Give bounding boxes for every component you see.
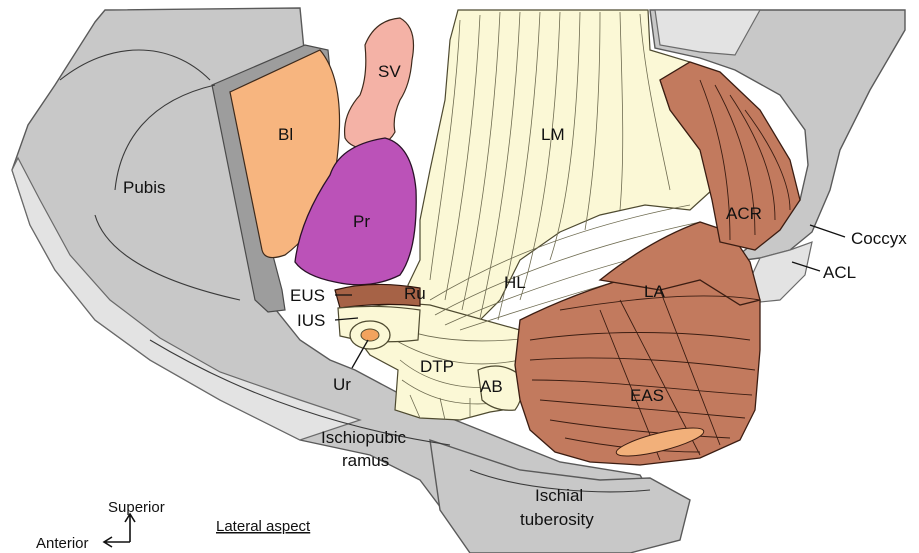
urethra-lumen: [361, 329, 379, 341]
pubis-label: Pubis: [123, 178, 166, 197]
la-label: LA: [644, 282, 665, 301]
lm-label: LM: [541, 125, 565, 144]
ischiopubic-ramus-label-1: Ischiopubic: [321, 428, 407, 447]
view-label: Lateral aspect: [216, 518, 311, 535]
ischiopubic-ramus-label-2: ramus: [342, 451, 389, 470]
bladder-label: Bl: [278, 125, 293, 144]
eus-label: EUS: [290, 286, 325, 305]
prostate-label: Pr: [353, 212, 370, 231]
coccyx-label: Coccyx: [851, 229, 907, 248]
anterior-label: Anterior: [36, 535, 89, 552]
ius-label: IUS: [297, 311, 325, 330]
hl-label: HL: [504, 273, 526, 292]
seminal-vesicle: [345, 18, 414, 150]
seminal-vesicle-label: SV: [378, 62, 401, 81]
ab-label: AB: [480, 377, 503, 396]
ru-label: Ru: [404, 284, 426, 303]
superior-label: Superior: [108, 499, 165, 516]
ischial-tuberosity-label-2: tuberosity: [520, 510, 594, 529]
orientation-arrows: [104, 514, 135, 547]
acl-label: ACL: [823, 263, 856, 282]
eas-label: EAS: [630, 386, 664, 405]
coccyx-leader: [810, 225, 845, 237]
ischial-tuberosity-label-1: Ischial: [535, 486, 583, 505]
acr-label: ACR: [726, 204, 762, 223]
dtp-label: DTP: [420, 357, 454, 376]
orientation-compass: Superior Anterior Lateral aspect: [36, 499, 311, 552]
ur-label: Ur: [333, 375, 351, 394]
